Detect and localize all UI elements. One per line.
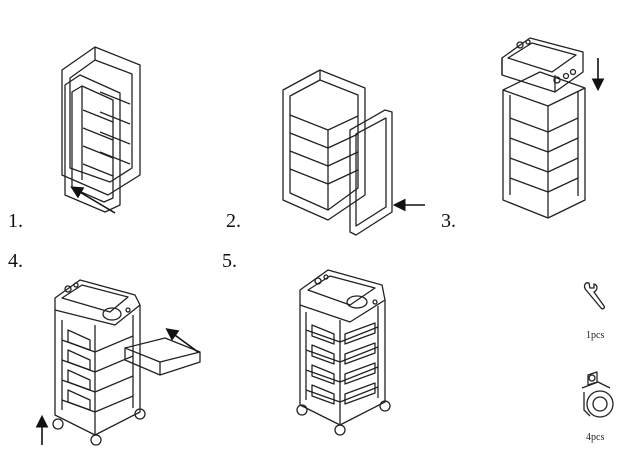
step-4-drawer-arrow bbox=[165, 328, 199, 353]
caster-wheel-icon bbox=[581, 371, 614, 418]
step-5-label: 5. bbox=[222, 250, 237, 272]
wrench-qty: 1pcs bbox=[586, 330, 605, 341]
step-2-label: 2. bbox=[226, 210, 241, 232]
step-3-label: 3. bbox=[441, 210, 456, 232]
step-1-label: 1. bbox=[8, 210, 23, 232]
step-4-illustration bbox=[52, 279, 201, 446]
step-4-label: 4. bbox=[8, 250, 23, 272]
step-5-illustration bbox=[296, 269, 391, 436]
step-1-arrow bbox=[70, 186, 116, 214]
step-2-illustration bbox=[282, 69, 393, 236]
step-3-illustration bbox=[501, 37, 586, 219]
step-1-illustration bbox=[61, 46, 141, 213]
caster-wheel-qty: 4pcs bbox=[586, 432, 605, 443]
wrench-icon bbox=[583, 282, 605, 310]
